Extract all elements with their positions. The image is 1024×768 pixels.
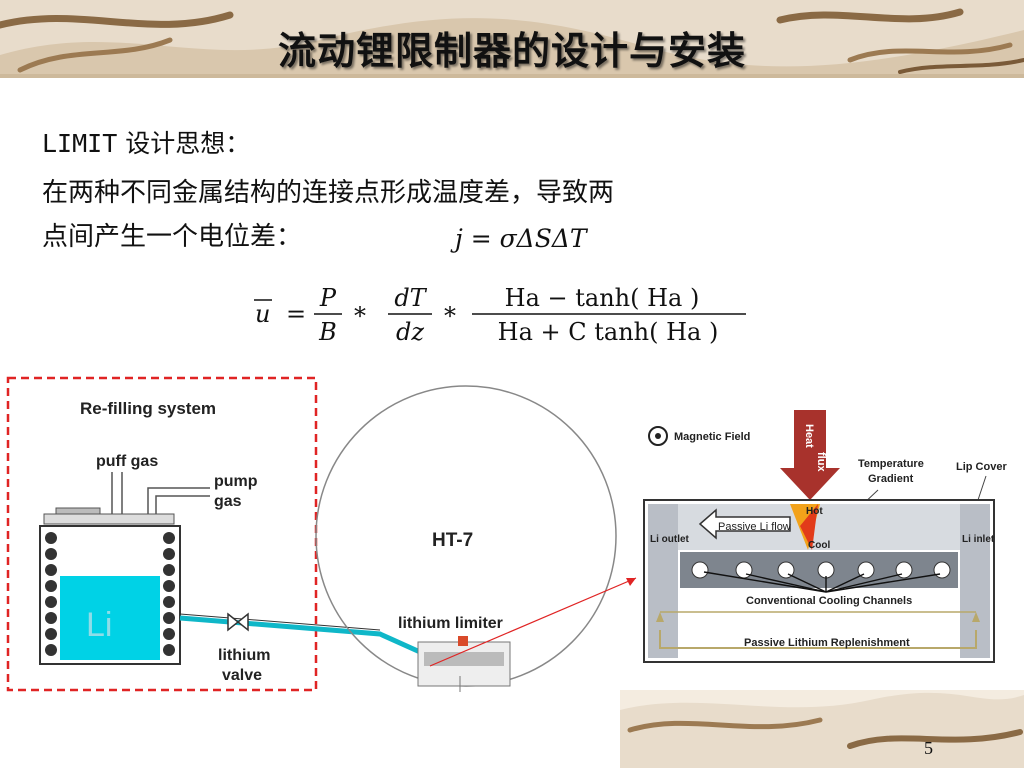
pump-gas-label-2: gas [214,493,242,510]
lithium-reservoir [60,576,160,660]
multiply-2: * [444,302,456,330]
lip-cover-label: Lip Cover [956,461,1007,473]
ht7-label: HT-7 [432,530,473,551]
formula-current-density: j = σΔSΔT [455,224,587,253]
pump-gas-label-1: pump [214,473,258,490]
limit-keyword: LIMIT [42,129,118,158]
refill-dashed-box [6,376,318,692]
term2-denominator: dz [396,318,424,346]
temperature-gradient-label-1: Temperature [858,458,924,470]
equals-sign: = [286,300,306,328]
li-label: Li [86,606,112,644]
term3-denominator: Ha + C tanh( Ha ) [498,318,719,346]
puff-gas-label: puff gas [96,453,158,470]
lhs-u: u [255,300,270,328]
lithium-limiter-diagram: Re-filling system puff gas pump gas Li l… [6,376,1020,692]
multiply-1: * [354,302,366,330]
replenishment-label: Passive Lithium Replenishment [744,637,910,649]
term2-numerator: dT [394,284,427,312]
top-decorative-banner [0,0,1024,78]
term3-numerator: Ha − tanh( Ha ) [505,284,700,312]
hot-label: Hot [806,506,823,517]
li-outlet-label: Li outlet [650,534,690,545]
valve-label-1: lithium [218,647,270,664]
slide-title: 流动锂限制器的设计与安装 [277,28,746,73]
heading-suffix: 设计思想： [117,129,251,158]
formula-velocity: u = P B * dT dz * Ha − tanh( Ha ) Ha + C… [254,284,746,346]
li-inlet-label: Li inlet [962,534,995,545]
limit-heading: LIMIT 设计思想： [42,124,250,160]
temperature-gradient-label-2: Gradient [868,473,914,485]
heat-flux-label-2: flux [815,452,827,472]
term1-numerator: P [319,284,337,312]
valve-label-2: valve [222,667,262,684]
paragraph-line-2: 点间产生一个电位差： [42,222,303,252]
passive-li-flow-label: Passive Li flow [718,521,791,533]
refill-title: Re-filling system [80,399,216,418]
heat-flux-arrow [780,410,840,500]
page-number: 5 [924,738,933,758]
connector-arrow [429,577,637,667]
term1-denominator: B [318,318,337,346]
passive-li-flow-arrow [698,508,791,540]
bottom-decorative-banner [620,690,1024,768]
heater-coils [45,532,175,656]
paragraph-line-1: 在两种不同金属结构的连接点形成温度差，导致两 [42,178,615,208]
heat-flux-label-1: Heat [803,424,815,448]
cool-label: Cool [808,540,830,551]
lithium-valve [227,612,249,632]
cooling-channels-label: Conventional Cooling Channels [746,595,912,607]
lithium-limiter-label: lithium limiter [398,615,503,632]
magnetic-field-label: Magnetic Field [674,431,750,443]
